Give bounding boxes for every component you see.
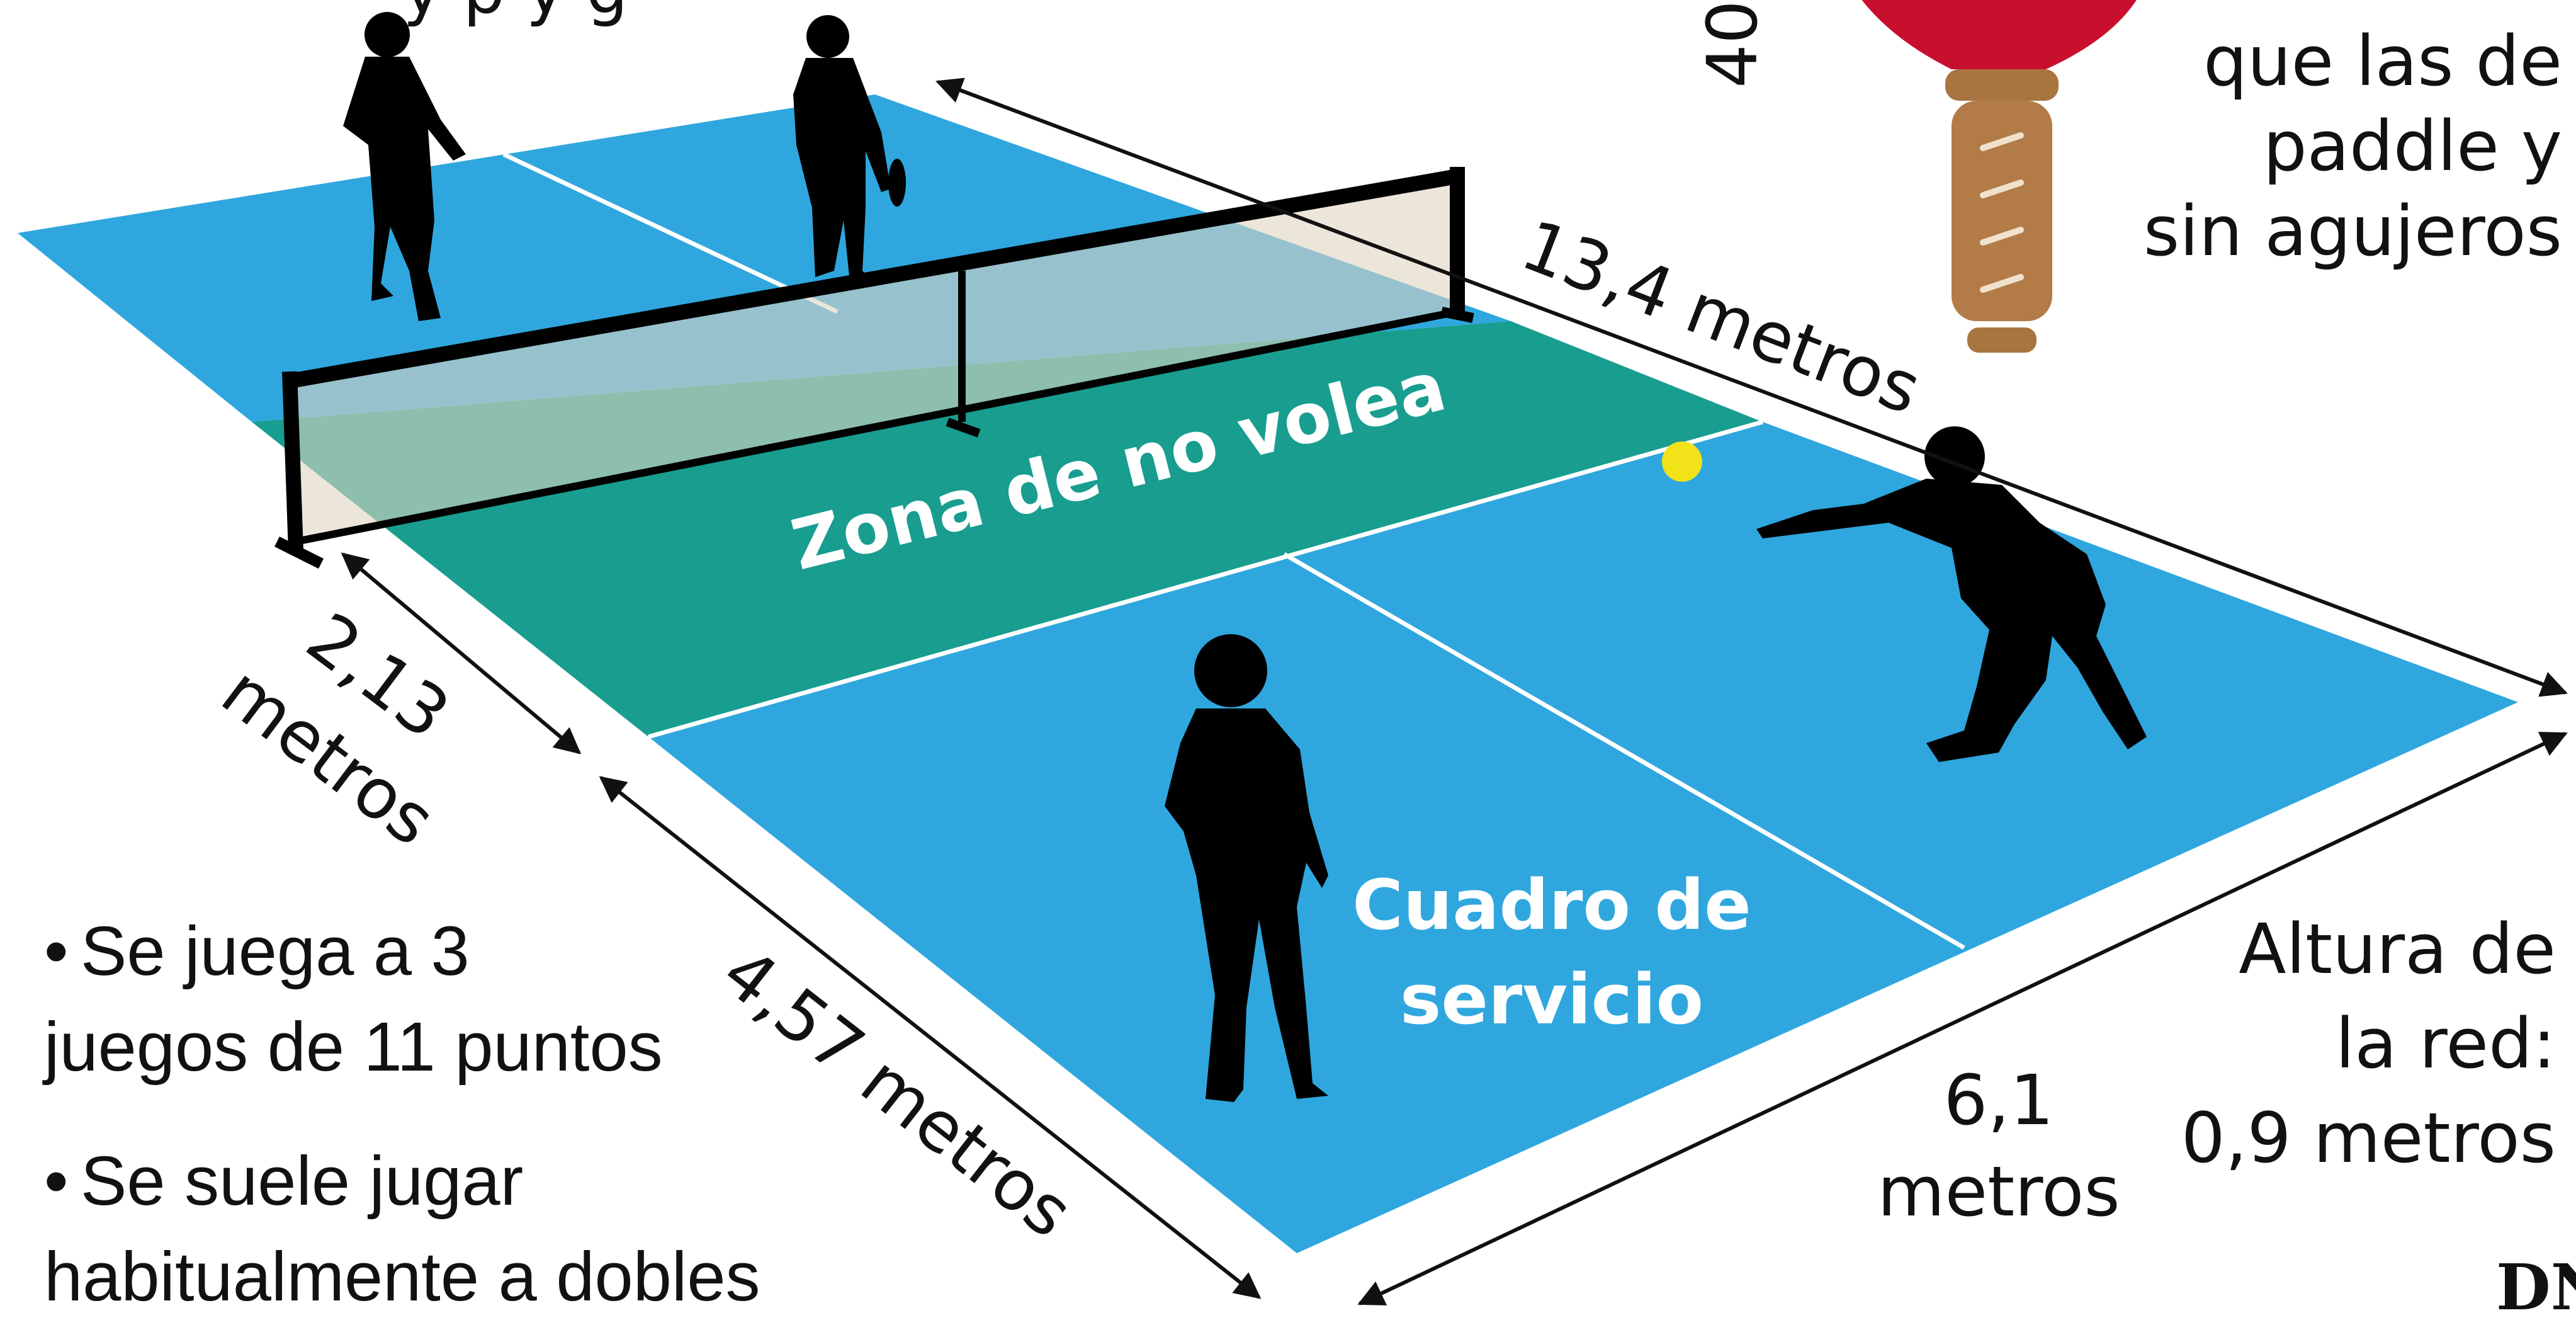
ball-icon xyxy=(1662,441,1702,482)
width-arrow xyxy=(1357,732,2568,1305)
net-height-line2: la red: xyxy=(2336,1003,2556,1084)
net-height-line3: 0,9 metros xyxy=(2181,1098,2556,1178)
paddle-icon xyxy=(1861,0,2137,353)
rule-2: •Se suele jugar habitualmente a dobles xyxy=(44,1134,760,1325)
length-arrow xyxy=(935,77,2568,697)
player-silhouette xyxy=(343,12,466,321)
kitchen-depth-arrow xyxy=(341,552,582,754)
net-height-line1: Altura de xyxy=(2239,909,2556,989)
rule-1-line1: Se juega a 3 xyxy=(81,913,470,990)
width-label-line2: metros xyxy=(1877,1151,2120,1232)
top-text-fragment: y p y g xyxy=(403,0,628,28)
service-box-label-line1: Cuadro de xyxy=(1352,865,1751,945)
bullet: • xyxy=(44,1142,69,1220)
rule-2-line2: habitualmente a dobles xyxy=(44,1238,760,1316)
rule-1: •Se juega a 3 juegos de 11 puntos xyxy=(44,904,663,1095)
player-silhouette xyxy=(793,15,906,282)
paddle-note-line3: sin agujeros xyxy=(2144,191,2562,271)
paddle-note-line1: que las de xyxy=(2203,21,2562,101)
logo-fragment: DN xyxy=(2496,1250,2576,1309)
center-line-far xyxy=(502,152,839,314)
bullet: • xyxy=(44,913,69,990)
width-label-line1: 6,1 xyxy=(1944,1060,2054,1140)
paddle-note-line2: paddle y xyxy=(2263,106,2562,186)
paddle-dimension-fragment: 40 xyxy=(1692,0,1773,88)
rule-2-line1: Se suele jugar xyxy=(81,1142,524,1220)
rule-1-line2: juegos de 11 puntos xyxy=(44,1008,663,1086)
service-box-label-line2: servicio xyxy=(1400,959,1703,1040)
service-depth-arrow xyxy=(599,776,1262,1299)
